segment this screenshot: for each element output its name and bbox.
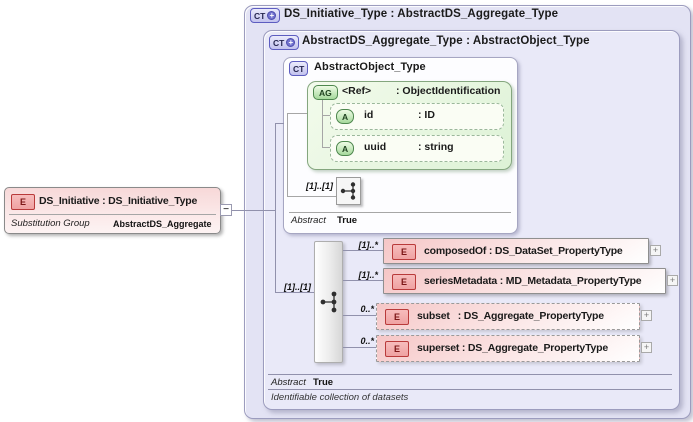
- annotation-text: Identifiable collection of datasets: [271, 392, 409, 403]
- sequence-cardinality: [1]..[1]: [306, 181, 333, 191]
- divider: [9, 214, 216, 215]
- attribute-box-id[interactable]: [330, 103, 504, 130]
- divider: [289, 212, 511, 213]
- element-label: superset : DS_Aggregate_PropertyType: [417, 342, 608, 354]
- extension-plus-icon: +: [267, 11, 277, 20]
- sequence-cardinality: [1]..[1]: [284, 282, 311, 292]
- connector-line: [275, 123, 284, 124]
- attribute-group-badge: AG: [313, 85, 338, 100]
- divider: [268, 374, 672, 375]
- sequence-icon: [340, 182, 355, 200]
- connector-line: [343, 347, 376, 348]
- attribute-type: : ID: [418, 109, 435, 121]
- attribute-type: : string: [418, 141, 454, 153]
- attribute-group-type: : ObjectIdentification: [396, 85, 501, 97]
- connector-line: [322, 100, 323, 148]
- base-complextype-title: AbstractObject_Type: [314, 61, 426, 73]
- connector-line: [275, 292, 315, 293]
- abstract-label: Abstract: [291, 215, 326, 226]
- connector-line: [343, 315, 376, 316]
- element-cardinality: [1]..*: [358, 270, 378, 280]
- abstract-value: True: [337, 215, 358, 226]
- complextype-title: DS_Initiative_Type : AbstractDS_Aggregat…: [284, 8, 559, 20]
- ct-badge-label: CT: [254, 10, 266, 21]
- collapse-toggle[interactable]: −: [220, 204, 232, 216]
- element-badge: E: [385, 341, 409, 357]
- parent-complextype-badge: CT +: [269, 35, 300, 50]
- element-label: subset : DS_Aggregate_PropertyType: [417, 310, 604, 322]
- abstract-value: True: [313, 377, 334, 388]
- expand-button[interactable]: +: [641, 310, 652, 321]
- element-cardinality: [1]..*: [358, 240, 378, 250]
- connector-line: [343, 250, 383, 251]
- ct-badge-label: CT: [293, 63, 305, 74]
- sequence-compositor-icon: [336, 177, 361, 205]
- element-badge: E: [11, 194, 35, 210]
- element-label: composedOf : DS_DataSet_PropertyType: [424, 245, 623, 257]
- connector-line: [275, 123, 276, 293]
- element-box-seriesmetadata[interactable]: E seriesMetadata : MD_Metadata_PropertyT…: [383, 268, 666, 294]
- attribute-badge: A: [336, 109, 355, 124]
- attribute-badge: A: [336, 141, 355, 156]
- element-box-ds-initiative[interactable]: E DS_Initiative : DS_Initiative_Type Sub…: [4, 187, 221, 234]
- sequence-icon: [320, 291, 336, 313]
- connector-line: [219, 210, 275, 211]
- element-label: seriesMetadata : MD_Metadata_PropertyTyp…: [424, 275, 642, 287]
- element-label: DS_Initiative : DS_Initiative_Type: [39, 195, 198, 207]
- element-cardinality: 0..*: [360, 336, 374, 346]
- element-badge: E: [392, 274, 416, 290]
- ct-badge-label: CT: [273, 37, 285, 48]
- connector-line: [343, 280, 383, 281]
- attribute-name: id: [364, 109, 374, 121]
- attribute-group-name: <Ref>: [342, 85, 372, 97]
- connector-line: [322, 147, 330, 148]
- expand-button[interactable]: +: [667, 275, 678, 286]
- attribute-box-uuid[interactable]: [330, 135, 504, 162]
- element-box-superset[interactable]: E superset : DS_Aggregate_PropertyType: [376, 335, 640, 362]
- element-badge: E: [385, 309, 409, 325]
- abstract-label: Abstract: [271, 377, 306, 388]
- complextype-badge: CT +: [250, 8, 281, 23]
- attribute-name: uuid: [364, 141, 387, 153]
- connector-line: [287, 196, 336, 197]
- divider: [268, 389, 672, 390]
- base-complextype-badge: CT: [289, 61, 309, 76]
- parent-complextype-title: AbstractDS_Aggregate_Type : AbstractObje…: [302, 35, 590, 47]
- element-box-composedof[interactable]: E composedOf : DS_DataSet_PropertyType: [383, 238, 649, 264]
- extension-plus-icon: +: [286, 38, 296, 47]
- connector-line: [322, 115, 330, 116]
- connector-line: [287, 113, 288, 196]
- sequence-compositor-bar: [314, 241, 343, 363]
- expand-button[interactable]: +: [641, 342, 652, 353]
- connector-line: [287, 113, 307, 114]
- substitution-group-label: Substitution Group: [11, 218, 90, 229]
- expand-button[interactable]: +: [650, 245, 661, 256]
- element-box-subset[interactable]: E subset : DS_Aggregate_PropertyType: [376, 303, 640, 330]
- element-cardinality: 0..*: [360, 304, 374, 314]
- element-badge: E: [392, 244, 416, 260]
- substitution-group-value: AbstractDS_Aggregate: [113, 218, 212, 229]
